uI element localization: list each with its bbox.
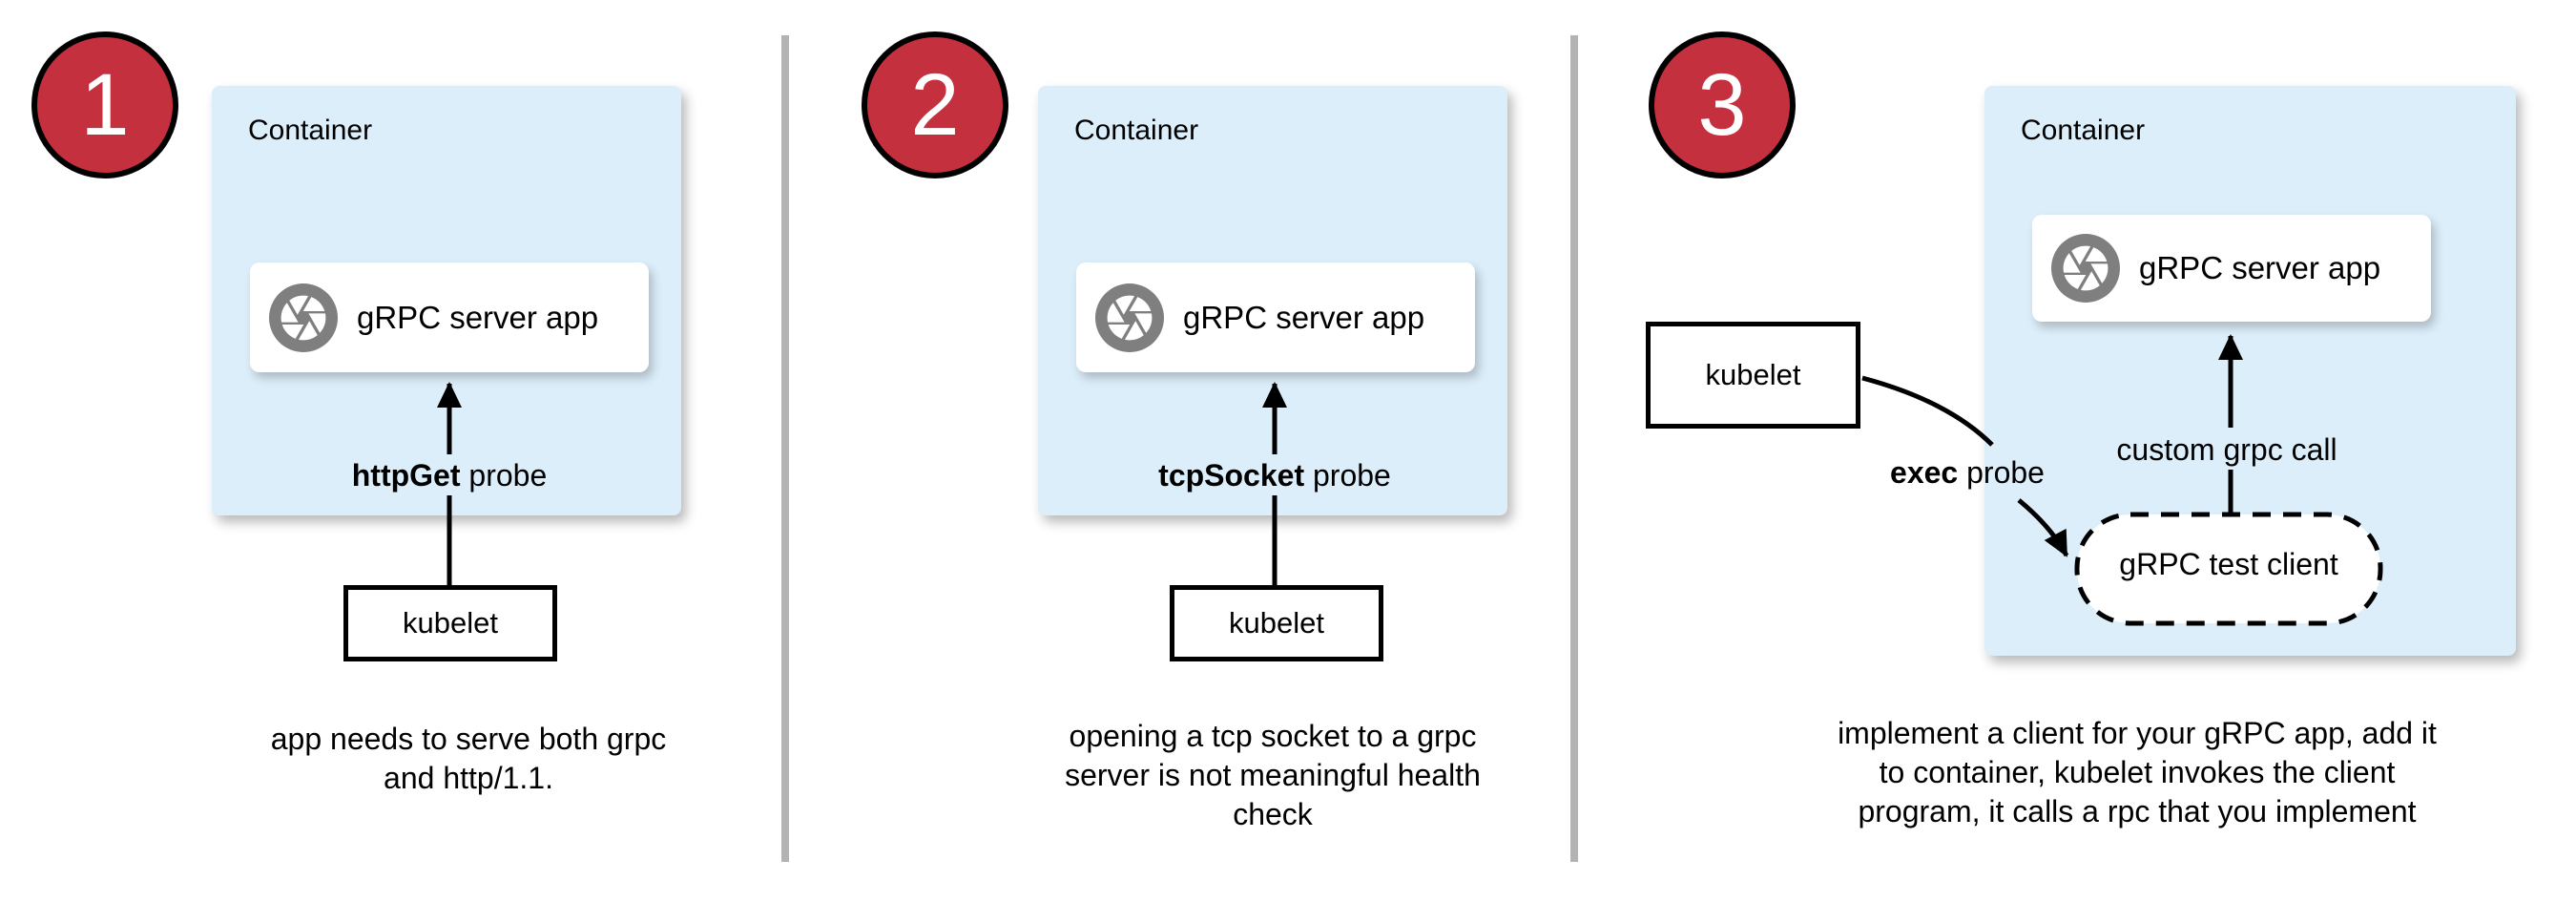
kubelet-label: kubelet xyxy=(403,606,498,640)
grpc-aperture-icon xyxy=(1095,283,1164,352)
probe-label-2: tcpSocket probe xyxy=(1158,458,1391,493)
container-label: Container xyxy=(1074,115,1199,146)
caption-2: opening a tcp socket to a grpc server is… xyxy=(1065,719,1481,831)
kubelet-box-1: kubelet xyxy=(343,585,557,661)
probe-type: tcpSocket xyxy=(1158,458,1305,493)
container-label: Container xyxy=(2021,115,2146,146)
app-box-label: gRPC server app xyxy=(2139,250,2381,285)
panel-divider-1 xyxy=(781,35,789,862)
step-badge-1: 1 xyxy=(31,31,178,178)
probe-label-1: httpGet probe xyxy=(351,458,548,493)
probe-label-3: exec probe xyxy=(1890,455,2045,490)
app-box-label: gRPC server app xyxy=(1183,299,1425,335)
grpc-server-app-box-3: gRPC server app xyxy=(2032,215,2431,322)
step-badge-2: 2 xyxy=(862,31,1008,178)
kubelet-box-3: kubelet xyxy=(1646,322,1860,429)
caption-3: implement a client for your gRPC app, ad… xyxy=(1838,716,2437,829)
grpc-server-app-box-1: gRPC server app xyxy=(250,262,649,372)
grpc-aperture-icon xyxy=(269,283,338,352)
grpc-test-client-label: gRPC test client xyxy=(2119,547,2338,581)
probe-type: exec xyxy=(1890,455,1959,490)
probe-type: httpGet xyxy=(351,458,461,493)
kubelet-label: kubelet xyxy=(1705,358,1801,391)
custom-grpc-call-label: custom grpc call xyxy=(2116,432,2337,467)
caption-1: app needs to serve both grpc and http/1.… xyxy=(270,722,667,795)
step-badge-3: 3 xyxy=(1649,31,1796,178)
grpc-server-app-box-2: gRPC server app xyxy=(1076,262,1475,372)
step-number: 2 xyxy=(910,56,960,154)
app-box-label: gRPC server app xyxy=(357,299,599,335)
panel3-exec-curve-upper xyxy=(1861,375,1994,447)
kubelet-label: kubelet xyxy=(1229,606,1324,640)
step-number: 3 xyxy=(1697,56,1747,154)
kubelet-box-2: kubelet xyxy=(1170,585,1383,661)
step-number: 1 xyxy=(80,56,130,154)
container-label: Container xyxy=(248,115,373,146)
panel-divider-2 xyxy=(1570,35,1578,862)
grpc-aperture-icon xyxy=(2051,234,2120,303)
